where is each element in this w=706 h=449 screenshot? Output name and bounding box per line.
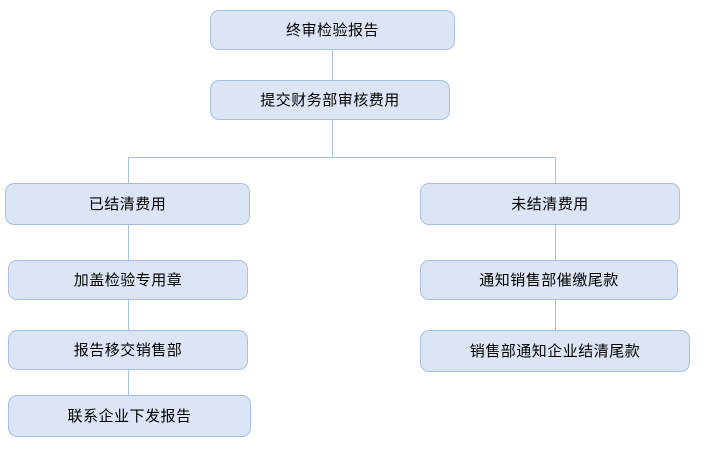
flow-node-label: 销售部通知企业结清尾款 <box>469 341 641 360</box>
connector-n7-n8 <box>555 225 556 260</box>
flow-node-label: 提交财务部审核费用 <box>260 90 400 109</box>
connector-split-bus <box>128 157 556 158</box>
flow-node-label: 加盖检验专用章 <box>73 270 183 289</box>
flow-node-label: 终审检验报告 <box>285 20 379 39</box>
flow-node-label: 报告移交销售部 <box>73 340 183 359</box>
flow-node-transfer-report-to-sales[interactable]: 报告移交销售部 <box>8 330 248 370</box>
flow-node-label: 已结清费用 <box>88 194 167 213</box>
connector-n2-down <box>332 120 333 157</box>
flow-node-final-inspection-report[interactable]: 终审检验报告 <box>210 10 455 50</box>
flow-node-label: 未结清费用 <box>511 194 589 213</box>
connector-n4-n5 <box>128 300 129 330</box>
connector-n1-n2 <box>332 50 333 80</box>
connector-n3-n4 <box>128 225 129 260</box>
connector-bus-to-n3 <box>128 157 129 183</box>
flow-node-label: 联系企业下发报告 <box>67 406 192 425</box>
flow-node-contact-enterprise-issue-report[interactable]: 联系企业下发报告 <box>8 395 251 437</box>
flow-node-label: 通知销售部催缴尾款 <box>479 270 619 289</box>
flow-node-submit-finance-review-fee[interactable]: 提交财务部审核费用 <box>210 80 450 120</box>
flow-node-sales-notify-enterprise-settle-balance[interactable]: 销售部通知企业结清尾款 <box>420 330 690 372</box>
connector-bus-to-n7 <box>555 157 556 183</box>
connector-n8-n9 <box>555 300 556 330</box>
flow-node-notify-sales-collect-balance[interactable]: 通知销售部催缴尾款 <box>420 260 678 300</box>
flow-node-fee-unsettled[interactable]: 未结清费用 <box>420 183 680 225</box>
flow-node-affix-inspection-seal[interactable]: 加盖检验专用章 <box>8 260 248 300</box>
connector-n5-n6 <box>128 370 129 395</box>
flow-node-fee-settled[interactable]: 已结清费用 <box>5 183 250 225</box>
